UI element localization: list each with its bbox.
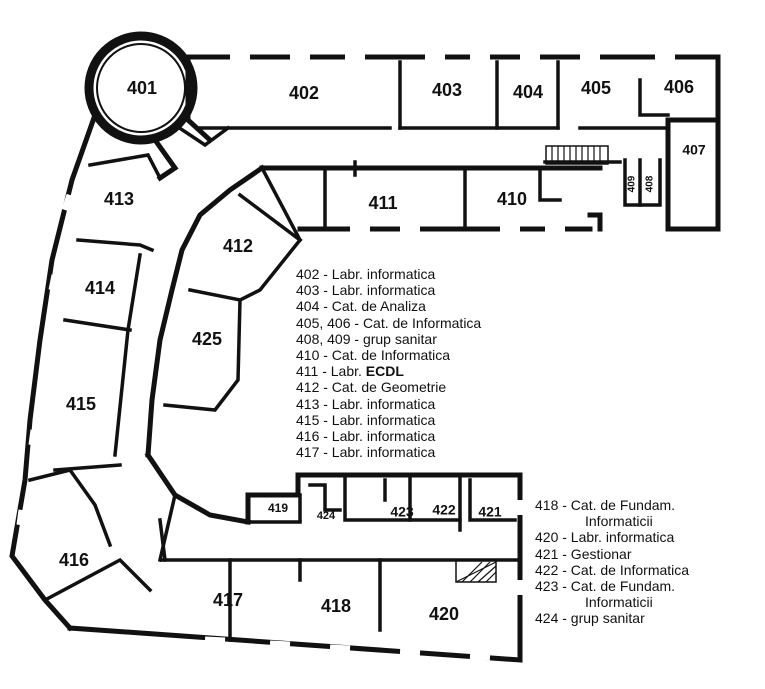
legend-entry: 405, 406 - Cat. de Informatica (296, 314, 482, 331)
room-labels: 401 402 403 404 405 406 407 408 409 410 … (59, 77, 706, 624)
legend-entry: 416 - Labr. informatica (296, 428, 436, 445)
room-424-label: 424 (317, 510, 336, 522)
staircase-north (545, 145, 609, 165)
legend-entry: 418 - Cat. de Fundam. (535, 497, 676, 513)
room-421-label: 421 (478, 504, 502, 520)
room-425-label: 425 (192, 329, 222, 349)
legend-entry: 417 - Labr. informatica (296, 444, 436, 461)
room-414-label: 414 (85, 278, 115, 298)
room-409-label: 409 (627, 175, 638, 192)
room-422-label: 422 (432, 502, 456, 518)
room-412-label: 412 (223, 236, 253, 256)
legend-entry-bold: ECDL (365, 363, 404, 380)
room-415-label: 415 (66, 394, 96, 414)
room-403-label: 403 (432, 80, 462, 100)
legend-entry-text: 411 - Labr. (296, 363, 362, 380)
legend-entry: 404 - Cat. de Analiza (296, 298, 426, 315)
room-legend-main: 402 - Labr. informatica 403 - Labr. info… (296, 266, 481, 460)
room-408-label: 408 (645, 175, 656, 192)
legend-entry: 422 - Cat. de Informatica (535, 561, 690, 578)
window-markers (16, 53, 675, 661)
room-420-label: 420 (429, 604, 459, 624)
legend-entry: 408, 409 - grup sanitar (296, 330, 437, 347)
room-418-label: 418 (321, 596, 351, 616)
legend-entry: 411 - Labr. ECDL (296, 363, 481, 379)
room-416-label: 416 (59, 550, 89, 570)
legend-entry: 421 - Gestionar (535, 545, 632, 562)
staircase-south (455, 559, 497, 583)
legend-entry-continuation: Informaticii (585, 513, 653, 530)
legend-entry: 415 - Labr. informatica (296, 411, 436, 428)
legend-entry: 412 - Cat. de Geometrie (296, 379, 447, 396)
interior-walls-north (198, 60, 670, 231)
room-423-label: 423 (390, 504, 414, 520)
room-legend-side: 418 - Cat. de Fundam. Informaticii 420 -… (535, 497, 689, 627)
room-417-label: 417 (213, 590, 243, 610)
interior-walls-west (27, 153, 303, 603)
room-411-label: 411 (368, 193, 397, 213)
tower-401 (84, 31, 231, 182)
room-401-label: 401 (127, 78, 157, 98)
legend-entry: 423 - Cat. de Fundam. (535, 578, 676, 595)
room-404-label: 404 (513, 82, 543, 102)
legend-entry: 420 - Labr. informatica (535, 529, 675, 546)
room-402-label: 402 (289, 83, 319, 103)
room-406-label: 406 (664, 77, 694, 97)
exterior-walls (9, 54, 721, 663)
legend-entry: 402 - Labr. informatica (296, 266, 436, 282)
legend-entry: 424 - grup sanitar (535, 610, 645, 627)
legend-entry: 403 - Labr. informatica (296, 282, 436, 299)
room-405-label: 405 (581, 78, 611, 98)
legend-entry-continuation: Informaticii (585, 594, 653, 611)
room-413-label: 413 (104, 189, 134, 209)
room-419-label: 419 (268, 501, 288, 515)
room-407-label: 407 (682, 142, 706, 158)
legend-entry: 413 - Labr. informatica (296, 395, 436, 412)
legend-entry: 410 - Cat. de Informatica (296, 347, 451, 364)
room-410-label: 410 (497, 189, 527, 209)
